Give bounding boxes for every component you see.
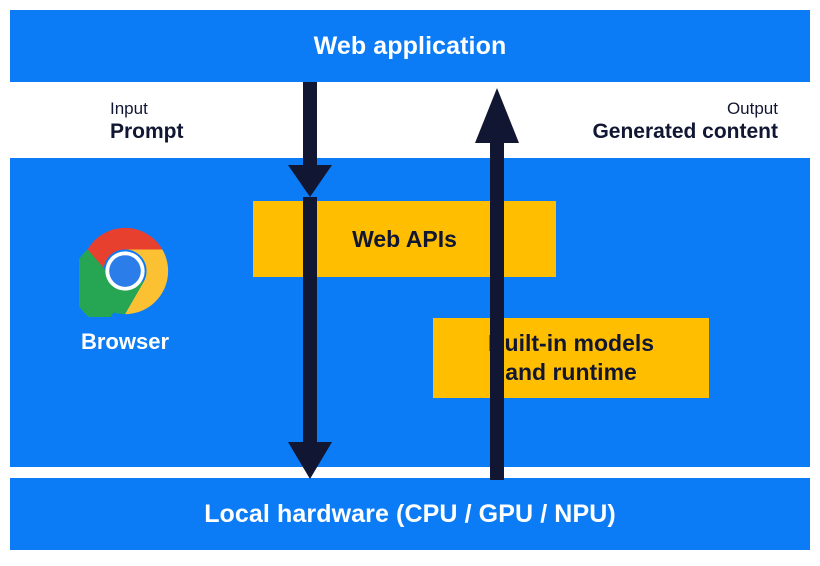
built-in-models-line-2: and runtime: [505, 359, 637, 385]
web-apis-box: Web APIs: [253, 201, 556, 277]
input-kicker-label: Input: [110, 99, 148, 118]
browser-block: Browser: [50, 225, 200, 353]
web-application-label: Web application: [313, 31, 507, 60]
input-annotation: Input Prompt: [110, 99, 184, 144]
browser-label: Browser: [80, 329, 170, 354]
web-apis-label: Web APIs: [352, 225, 457, 252]
input-value-label: Prompt: [110, 119, 184, 143]
local-hardware-band: Local hardware (CPU / GPU / NPU): [10, 478, 810, 550]
output-kicker-label: Output: [726, 99, 778, 118]
output-annotation: Output Generated content: [592, 99, 778, 144]
chrome-logo-icon: [79, 227, 169, 317]
built-in-models-line-1: Built-in models: [487, 330, 655, 357]
local-hardware-label: Local hardware (CPU / GPU / NPU): [204, 499, 616, 528]
built-in-models-box: Built-in models and runtime: [433, 318, 709, 398]
output-value-label: Generated content: [592, 119, 778, 143]
built-in-models-label: Built-in models and runtime: [488, 329, 654, 386]
web-application-band: Web application: [10, 10, 810, 82]
